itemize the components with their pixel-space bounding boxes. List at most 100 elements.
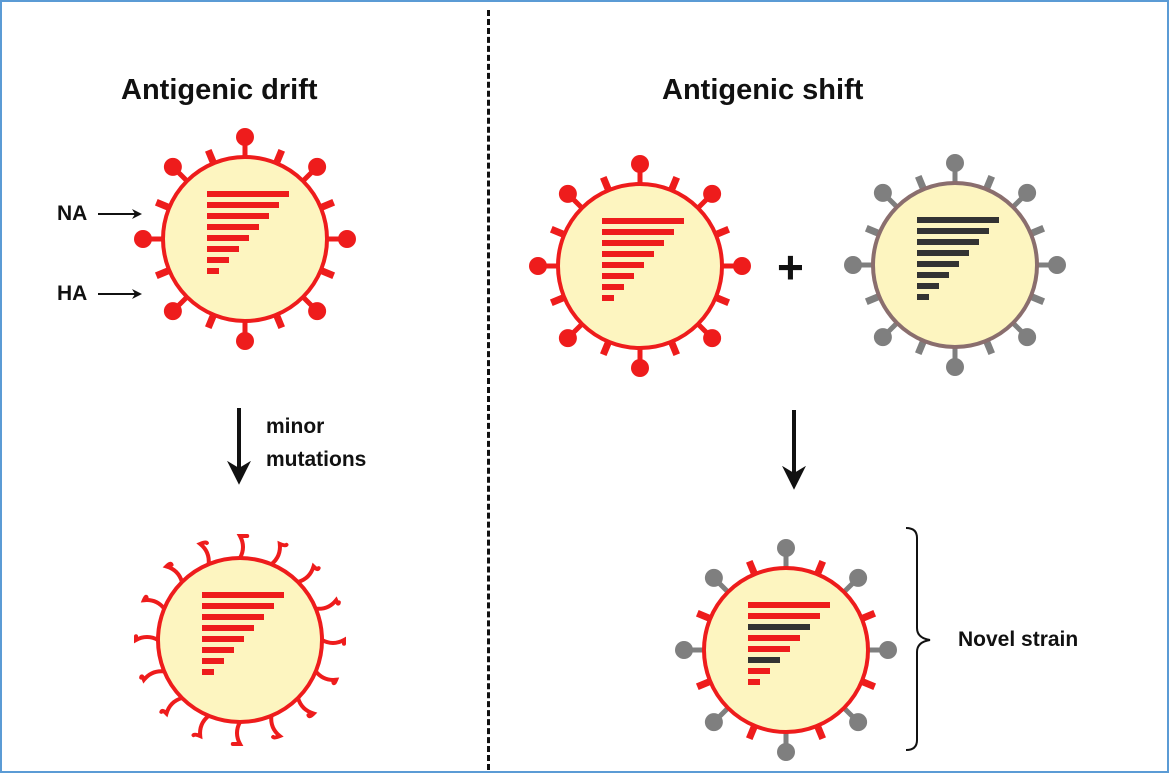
ha-knob [529,257,547,275]
genome-segments [917,217,999,300]
ha-knob [134,230,152,248]
ha-label: HA [57,282,88,305]
genome-segments [202,592,284,675]
rna-segment [748,602,830,608]
ha-knob [163,157,182,176]
na-spike [205,313,217,330]
spike [295,562,321,585]
ha-knob [631,359,649,377]
rna-segment [207,213,269,219]
rna-segment [917,239,979,245]
rna-segment [202,636,244,642]
ha-knob [704,568,723,587]
na-spike [154,267,171,279]
rna-segment [207,202,279,208]
rna-segment [202,647,234,653]
rna-segment [748,679,760,685]
spike [269,713,284,740]
ha-knob [675,641,693,659]
spike [269,540,289,567]
minor-label: minor [266,415,325,438]
spike [159,695,185,718]
rna-segment [748,635,800,641]
na-spike [746,724,758,741]
ha-knob [558,184,577,203]
genome-segments [207,191,289,274]
spike-group [134,534,346,746]
ha-knob [946,358,964,376]
ha-knob [844,256,862,274]
na-spike [864,293,881,305]
ha-knob [1018,328,1037,347]
ha-knob [777,539,795,557]
na-spike [714,294,731,306]
rna-segment [917,294,929,300]
ha-knob [733,257,751,275]
na-spike [319,199,336,211]
spike [191,713,211,740]
na-spike [549,226,566,238]
ha-knob [704,713,723,732]
rna-segment [917,261,959,267]
plus-sign: + [777,241,804,293]
na-spike [273,148,285,165]
ha-knob [236,332,254,350]
antigenic-drift-title: Antigenic drift [121,74,318,106]
antigenic-shift-title: Antigenic shift [662,74,864,106]
shift-gray-virus [844,154,1066,376]
ha-knob [849,713,868,732]
spike-group [134,128,356,350]
rna-segment [602,229,674,235]
ha-knob [308,302,327,321]
mutations-label: mutations [266,448,367,471]
rna-segment [917,272,949,278]
drift-original-virus [134,128,356,350]
rna-segment [602,251,654,257]
rna-segment [748,624,810,630]
rna-segment [202,658,224,664]
rna-segment [748,646,790,652]
ha-knob [873,328,892,347]
spike-group [675,539,897,761]
na-spike [860,678,877,690]
rna-segment [207,224,259,230]
rna-segment [602,240,664,246]
rna-segment [602,218,684,224]
na-spike [668,340,680,357]
na-spike [983,174,995,191]
rna-segment [748,657,780,663]
spike-group [529,155,751,377]
rna-segment [207,246,239,252]
ha-knob [338,230,356,248]
ha-knob [873,183,892,202]
ha-knob [946,154,964,172]
na-spike [915,339,927,356]
rna-segment [207,257,229,263]
ha-knob [777,743,795,761]
spike [295,695,318,719]
spike [134,634,160,644]
na-spike [714,226,731,238]
ha-knob [703,329,722,348]
rna-segment [917,228,989,234]
spike [139,669,167,684]
rna-segment [748,613,820,619]
drift-mutated-virus [134,534,346,746]
na-spike [319,267,336,279]
rna-segment [202,625,254,631]
na-spike [668,175,680,192]
na-spike [695,678,712,690]
ha-knob [308,157,327,176]
na-spike [814,724,826,741]
rna-segment [207,268,219,274]
rna-segment [602,262,644,268]
na-spike [1029,225,1046,237]
novel-strain-label: Novel strain [958,628,1079,651]
rna-segment [202,614,264,620]
genome-segments [748,602,830,685]
rna-segment [748,668,770,674]
na-label: NA [57,202,88,225]
spike [236,534,250,560]
na-spike [600,175,612,192]
rna-segment [602,295,614,301]
